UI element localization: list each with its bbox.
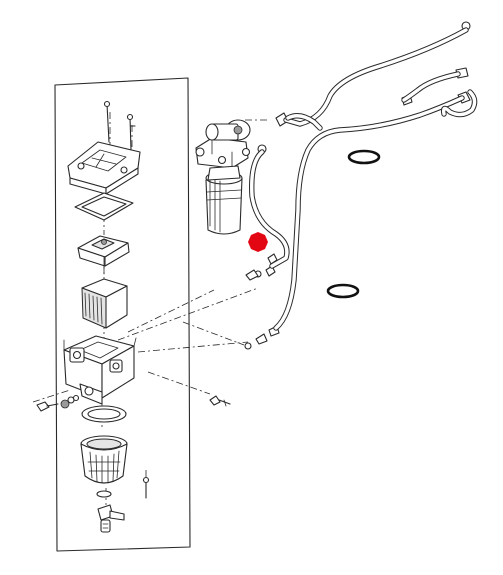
filter-cover [67, 141, 141, 195]
drain-plug [60, 394, 80, 409]
drain-valve [97, 504, 125, 533]
o-ring [326, 149, 381, 299]
cover-gasket [74, 192, 134, 221]
bowl-bolt [142, 476, 150, 499]
housing-bolt [36, 395, 231, 412]
mounting-bolt [103, 100, 136, 151]
highlight-marker [248, 232, 268, 252]
fuel-hose [249, 27, 478, 331]
filter-cap [77, 235, 130, 275]
sealing-ring [81, 405, 127, 423]
filter-housing [63, 335, 137, 405]
leader-lines [32, 112, 270, 505]
bracket-frame [54, 77, 191, 552]
filter-element [81, 278, 128, 329]
sediment-bowl [80, 435, 128, 498]
hose-fitting [244, 21, 471, 350]
fuel-filter-assembly [195, 119, 251, 235]
